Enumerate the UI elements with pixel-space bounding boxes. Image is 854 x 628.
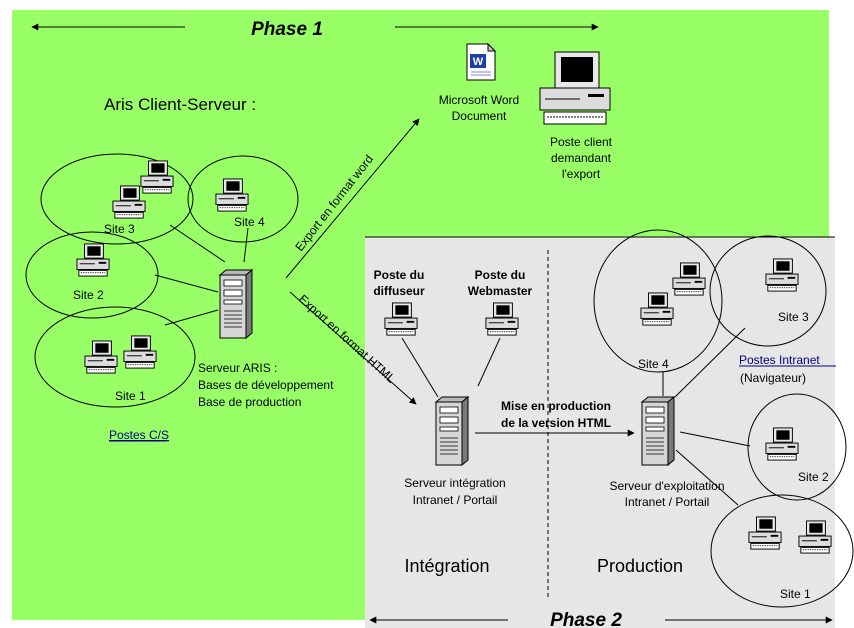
- aris-server-label-3: Base de production: [198, 395, 301, 409]
- site3-intranet-ellipse: [709, 235, 827, 347]
- site4-cs-label: Site 4: [234, 215, 265, 229]
- phase2-title: Phase 2: [550, 610, 622, 628]
- site2-intranet-ellipse: [747, 393, 847, 501]
- site3-cs-ellipse: [40, 153, 194, 245]
- site2-cs-ellipse: [25, 231, 159, 319]
- site4-intranet-label: Site 4: [638, 357, 669, 371]
- poste-webmaster-label-1: Poste du: [475, 268, 526, 282]
- word-document-icon: W: [466, 42, 497, 81]
- export-html-arrow: [289, 291, 417, 405]
- integration-server-icon: [435, 396, 469, 466]
- word-doc-label-1: Microsoft Word: [439, 93, 519, 107]
- poste-diffuseur-label-1: Poste du: [374, 268, 425, 282]
- site2-cs-label: Site 2: [73, 288, 104, 302]
- word-doc-label-2: Document: [452, 109, 507, 123]
- postes-cs-link[interactable]: Postes C/S: [109, 428, 169, 442]
- client-export-label-1: Poste client: [550, 135, 613, 149]
- zone-production-label: Production: [597, 556, 683, 576]
- integration-server-label-1: Serveur intégration: [404, 476, 505, 490]
- exploitation-server-label-1: Serveur d'exploitation: [609, 479, 724, 493]
- site3-cs-label: Site 3: [104, 222, 135, 236]
- client-export-label-2: demandant: [551, 151, 612, 165]
- site4-intranet-ellipse: [593, 229, 723, 373]
- integration-server-label-2: Intranet / Portail: [413, 493, 498, 507]
- svg-text:W: W: [473, 56, 484, 68]
- aris-server-label-2: Bases de développement: [198, 378, 334, 392]
- mise-label-1: Mise en production: [501, 399, 611, 413]
- poste-webmaster-label-2: Webmaster: [468, 284, 533, 298]
- client-export-label-3: l'export: [562, 167, 601, 181]
- site1-intranet-label: Site 1: [780, 587, 811, 601]
- export-word-arrow: [285, 118, 420, 279]
- mise-label-2: de la version HTML: [501, 416, 611, 430]
- phase1-heading: Aris Client-Serveur :: [104, 95, 256, 114]
- client-export-computer-icon: [539, 51, 611, 125]
- exploitation-server-icon: [641, 396, 675, 466]
- site1-cs-ellipse: [34, 306, 196, 408]
- aris-server-label-1: Serveur ARIS :: [198, 361, 277, 375]
- site1-cs-label: Site 1: [115, 389, 146, 403]
- site1-intranet-ellipse: [710, 494, 854, 608]
- postes-intranet-sublabel: (Navigateur): [740, 371, 806, 385]
- exploitation-server-label-2: Intranet / Portail: [625, 495, 710, 509]
- aris-server-icon: [219, 269, 253, 339]
- site3-intranet-label: Site 3: [778, 310, 809, 324]
- zone-integration-label: Intégration: [404, 556, 489, 576]
- poste-diffuseur-label-2: diffuseur: [373, 284, 425, 298]
- site2-intranet-label: Site 2: [798, 470, 829, 484]
- site4-cs-ellipse: [187, 155, 299, 243]
- postes-intranet-link[interactable]: Postes Intranet: [739, 353, 820, 367]
- phase1-title: Phase 1: [251, 19, 323, 40]
